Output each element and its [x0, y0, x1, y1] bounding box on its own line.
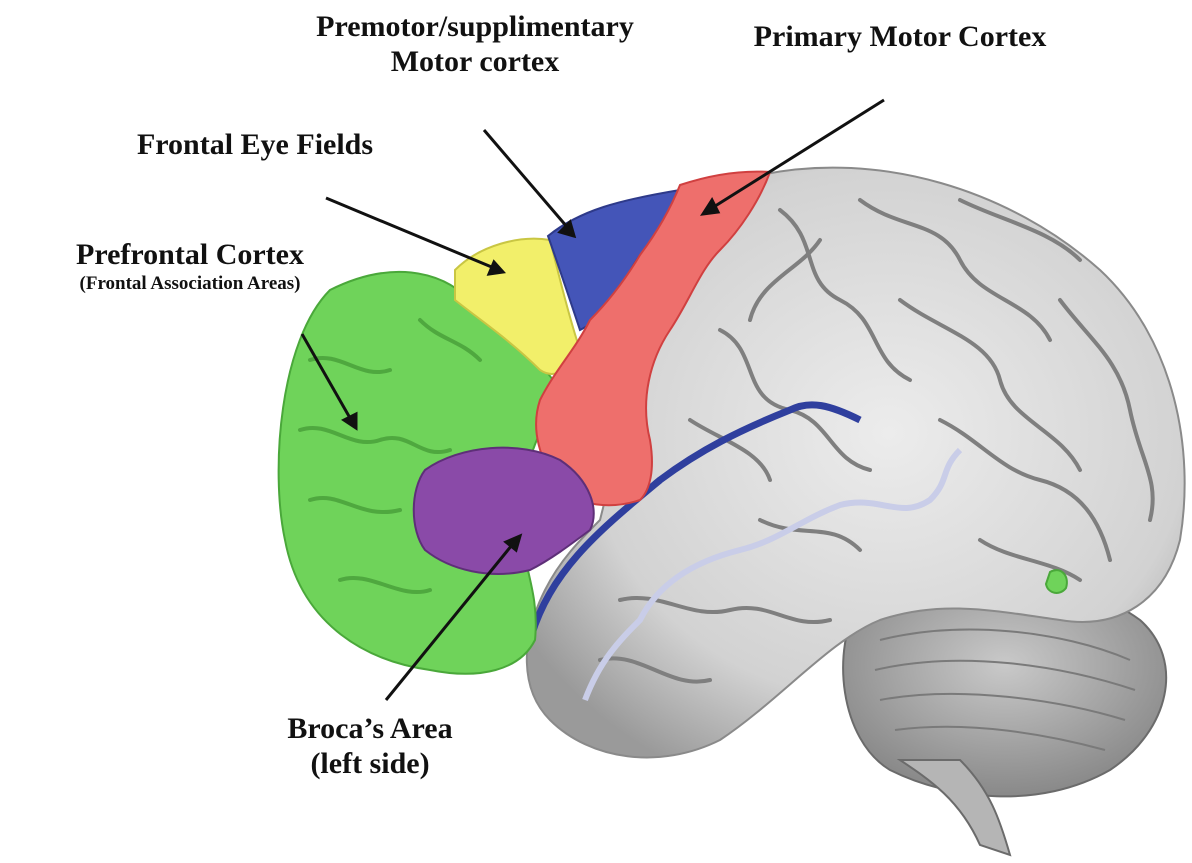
label-broca-line2: (left side): [220, 747, 520, 782]
label-primary-motor: Primary Motor Cortex: [700, 20, 1100, 55]
label-broca: Broca’s Area (left side): [220, 712, 520, 781]
label-broca-line1: Broca’s Area: [220, 712, 520, 747]
label-primary-motor-line1: Primary Motor Cortex: [700, 20, 1100, 55]
label-prefrontal: Prefrontal Cortex (Frontal Association A…: [10, 238, 370, 294]
label-frontal-eye-fields: Frontal Eye Fields: [90, 128, 420, 163]
label-premotor: Premotor/supplimentary Motor cortex: [240, 10, 710, 79]
arrowhead-premotor: [560, 222, 574, 236]
label-premotor-line2: Motor cortex: [240, 45, 710, 80]
label-frontal-eye-line1: Frontal Eye Fields: [90, 128, 420, 163]
label-prefrontal-line2: (Frontal Association Areas): [10, 273, 370, 295]
label-premotor-line1: Premotor/supplimentary: [240, 10, 710, 45]
small-green-spot: [1046, 570, 1067, 593]
label-prefrontal-line1: Prefrontal Cortex: [10, 238, 370, 273]
arrow-premotor: [484, 130, 568, 228]
